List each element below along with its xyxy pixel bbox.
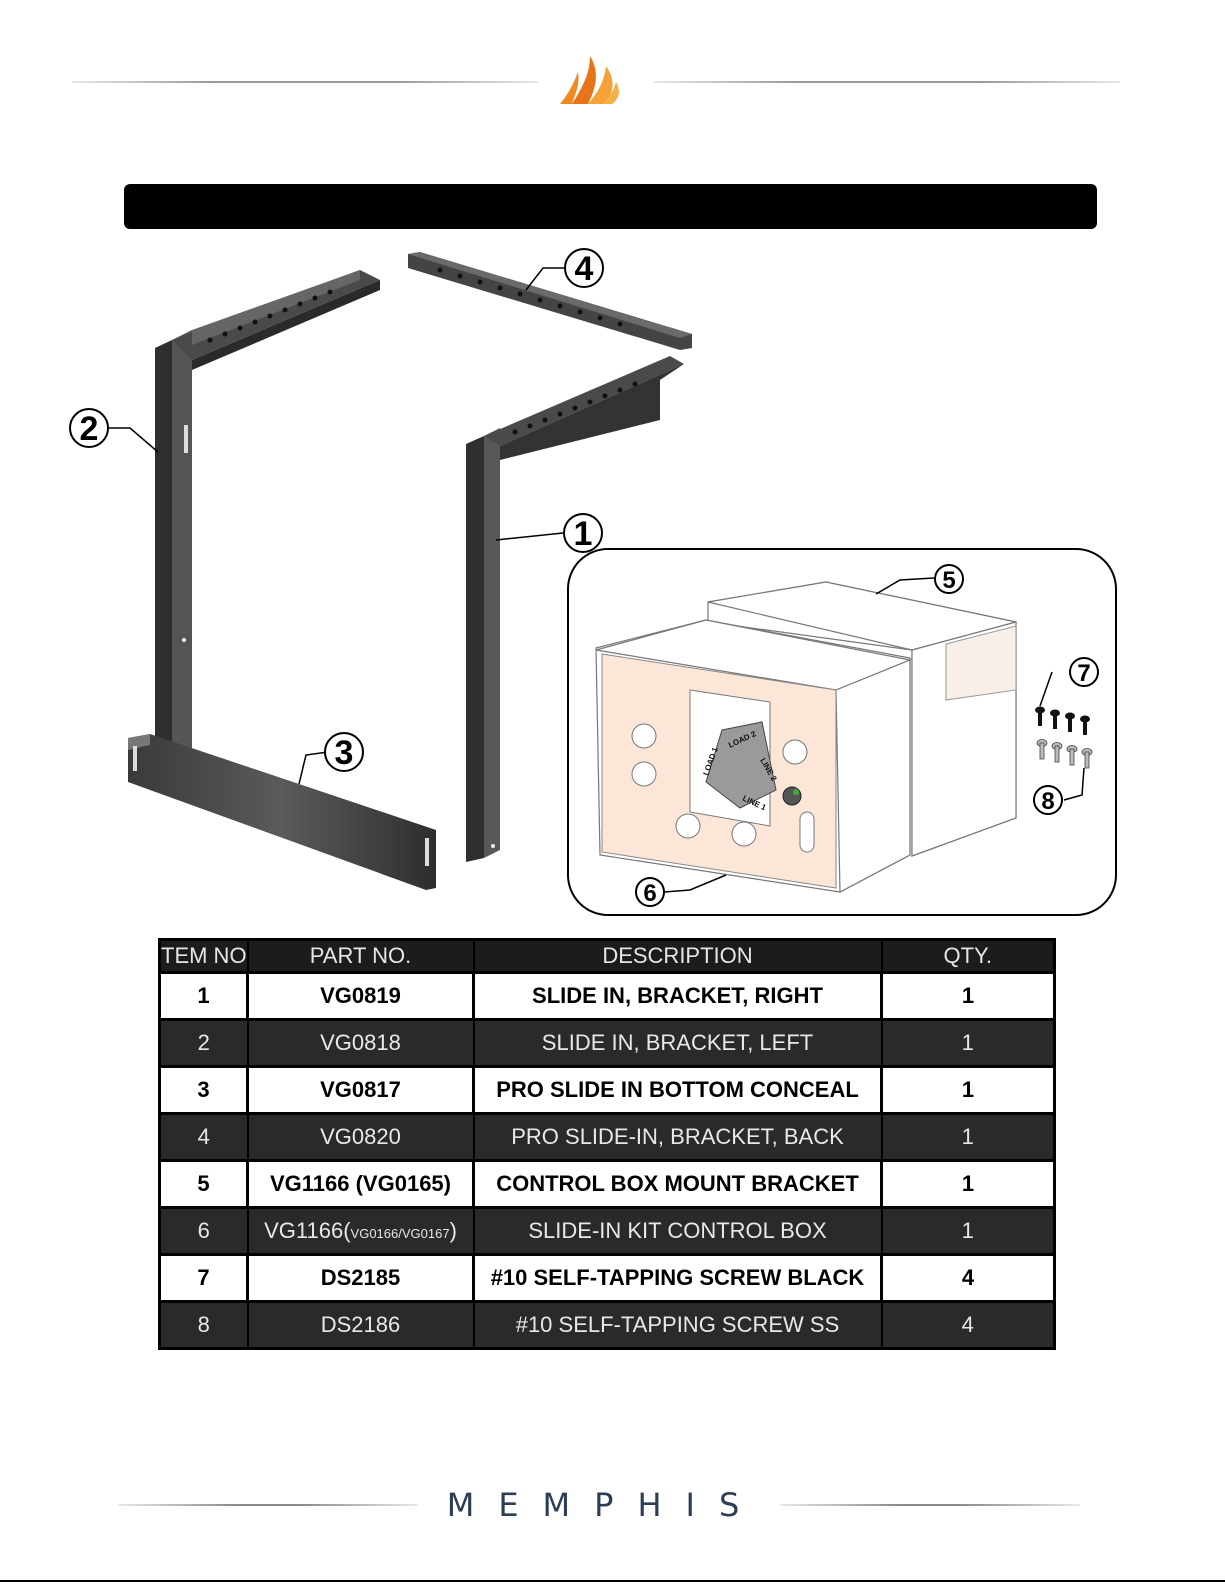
cell-qty: 1 [881,1159,1056,1208]
part-8-ss-screws [1036,739,1093,769]
table-row: 3 VG0817 PRO SLIDE IN BOTTOM CONCEAL 1 [159,1065,1056,1114]
memphis-logo: MEMPHIS [446,1486,764,1524]
table-row: 5 VG1166 (VG0165) CONTROL BOX MOUNT BRAC… [159,1159,1056,1208]
part-2-left-bracket [155,270,380,770]
table-header-row: TEM NO PART NO. DESCRIPTION QTY. [159,939,1056,973]
cell-description: SLIDE IN, BRACKET, RIGHT [473,971,883,1020]
cell-qty: 1 [881,1018,1056,1067]
cell-item: 3 [159,1065,249,1114]
cell-qty: 1 [881,1112,1056,1161]
callout-1-circle [563,513,603,553]
cell-qty: 1 [881,1206,1056,1255]
cell-part-main: VG1166( [264,1218,351,1243]
footer-rule-left [118,1504,418,1506]
callout-2-circle [69,408,109,448]
cell-item: 6 [159,1206,249,1255]
title-bar [124,184,1097,229]
header-rule-left [72,81,538,83]
callout-8-circle [1033,785,1063,815]
cell-description: SLIDE IN, BRACKET, LEFT [473,1018,883,1067]
header-part-no: PART NO. [247,939,475,973]
cell-qty: 4 [881,1253,1056,1302]
callout-4-circle [564,248,604,288]
part-3-bottom-conceal [128,734,436,890]
callout-6: 6 [643,880,656,907]
callout-6-circle [635,877,665,907]
cell-description: PRO SLIDE-IN, BRACKET, BACK [473,1112,883,1161]
flame-logo-icon [560,56,619,104]
callout-3: 3 [335,734,354,772]
page-bottom-rule [0,1580,1225,1582]
table-row: 8 DS2186 #10 SELF-TAPPING SCREW SS 4 [159,1300,1056,1349]
cell-qty: 1 [881,971,1056,1020]
footer-rule-right [780,1504,1080,1506]
cell-part-alt: VG0166/VG0167 [350,1226,450,1241]
cell-part: VG1166 (VG0165) [247,1159,475,1208]
cell-item: 2 [159,1018,249,1067]
callout-8: 8 [1041,788,1054,815]
cell-part: VG0818 [247,1018,475,1067]
cell-qty: 4 [881,1300,1056,1349]
cell-part: VG0819 [247,971,475,1020]
table-row: 4 VG0820 PRO SLIDE-IN, BRACKET, BACK 1 [159,1112,1056,1161]
part-1-right-bracket [466,356,684,862]
part-5-control-box-mount-bracket [707,581,1017,857]
cell-part: VG1166(VG0166/VG0167) [247,1206,475,1255]
cell-description: SLIDE-IN KIT CONTROL BOX [473,1206,883,1255]
callout-4: 4 [575,250,594,288]
callout-5: 5 [942,567,955,594]
cell-part: VG0817 [247,1065,475,1114]
cell-qty: 1 [881,1065,1056,1114]
parts-table: TEM NO PART NO. DESCRIPTION QTY. 1 VG081… [158,938,1056,1350]
table-row: 2 VG0818 SLIDE IN, BRACKET, LEFT 1 [159,1018,1056,1067]
control-box-inset: LOAD 2 LINE 2 LOAD 1 LINE 1 [567,548,1117,916]
table-row: 6 VG1166(VG0166/VG0167) SLIDE-IN KIT CON… [159,1206,1056,1255]
callout-5-circle [934,564,964,594]
cell-item: 5 [159,1159,249,1208]
header-qty: QTY. [881,939,1056,973]
exploded-parts-diagram: LOAD 2 LINE 2 LOAD 1 LINE 1 [69,248,1117,916]
cell-item: 8 [159,1300,249,1349]
part-7-black-screws [1035,706,1090,735]
cell-description: #10 SELF-TAPPING SCREW SS [473,1300,883,1349]
callout-7: 7 [1077,660,1090,687]
part-6-control-box: LOAD 2 LINE 2 LOAD 1 LINE 1 [595,619,913,893]
cell-description: PRO SLIDE IN BOTTOM CONCEAL [473,1065,883,1114]
cell-part: DS2185 [247,1253,475,1302]
callout-3-circle [324,732,364,772]
part-4-back-bracket [408,252,692,350]
header-description: DESCRIPTION [473,939,883,973]
cell-part: DS2186 [247,1300,475,1349]
cell-description: CONTROL BOX MOUNT BRACKET [473,1159,883,1208]
cell-part: VG0820 [247,1112,475,1161]
cell-item: 7 [159,1253,249,1302]
table-row: 7 DS2185 #10 SELF-TAPPING SCREW BLACK 4 [159,1253,1056,1302]
header-item-no: TEM NO [159,939,249,973]
callout-leaders [106,267,1085,893]
callout-1: 1 [574,515,593,553]
cell-item: 1 [159,971,249,1020]
header-rule-right [654,81,1120,83]
callout-7-circle [1069,657,1099,687]
callout-2: 2 [80,410,99,448]
cell-part-close: ) [449,1218,457,1243]
cell-description: #10 SELF-TAPPING SCREW BLACK [473,1253,883,1302]
table-row: 1 VG0819 SLIDE IN, BRACKET, RIGHT 1 [159,971,1056,1020]
cell-item: 4 [159,1112,249,1161]
